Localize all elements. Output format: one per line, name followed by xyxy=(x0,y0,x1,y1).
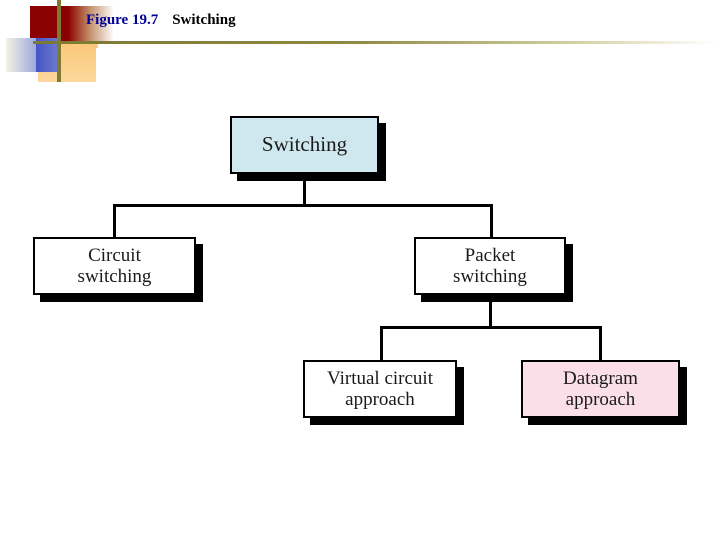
edge-bottom-bus xyxy=(380,326,602,329)
node-circuit-switching-label: Circuit switching xyxy=(72,245,158,288)
decoration-red-square xyxy=(30,6,68,43)
figure-caption: Switching xyxy=(172,12,236,28)
node-datagram-line1: Datagram xyxy=(563,367,638,389)
node-datagram-approach: Datagram approach xyxy=(521,360,680,418)
node-virtual-circuit-line1: Virtual circuit xyxy=(327,367,433,389)
node-circuit-switching-line1: Circuit xyxy=(88,244,141,266)
node-virtual-circuit-label: Virtual circuit approach xyxy=(321,368,439,411)
node-virtual-circuit-line2: approach xyxy=(345,389,415,410)
node-packet-switching: Packet switching xyxy=(414,237,566,295)
node-virtual-circuit-approach: Virtual circuit approach xyxy=(303,360,457,418)
decoration-horizontal-tick xyxy=(33,41,73,44)
node-circuit-switching-line2: switching xyxy=(77,266,152,287)
decoration-red-gradient xyxy=(68,6,114,43)
figure-number: Figure 19.7 xyxy=(86,12,159,28)
node-datagram-line2: approach xyxy=(565,389,636,410)
header-horizontal-rule xyxy=(57,41,717,44)
edge-bus-to-datagram xyxy=(599,326,602,362)
edge-switching-to-bus xyxy=(303,174,306,206)
edge-bus-to-circuit-switching xyxy=(113,204,116,239)
node-datagram-label: Datagram approach xyxy=(557,368,644,411)
edge-bus-to-virtual-circuit xyxy=(380,326,383,362)
page-title: Figure 19.7 Switching xyxy=(86,12,236,29)
node-packet-switching-label: Packet switching xyxy=(447,245,533,288)
edge-bus-to-packet-switching xyxy=(490,204,493,239)
header-decoration xyxy=(0,0,140,90)
node-packet-switching-line2: switching xyxy=(453,266,527,287)
node-switching-label: Switching xyxy=(261,132,348,157)
node-switching: Switching xyxy=(230,116,379,174)
node-packet-switching-line1: Packet xyxy=(464,244,516,266)
node-circuit-switching: Circuit switching xyxy=(33,237,196,295)
edge-packet-switching-to-bus xyxy=(489,295,492,328)
edge-top-bus xyxy=(113,204,493,207)
